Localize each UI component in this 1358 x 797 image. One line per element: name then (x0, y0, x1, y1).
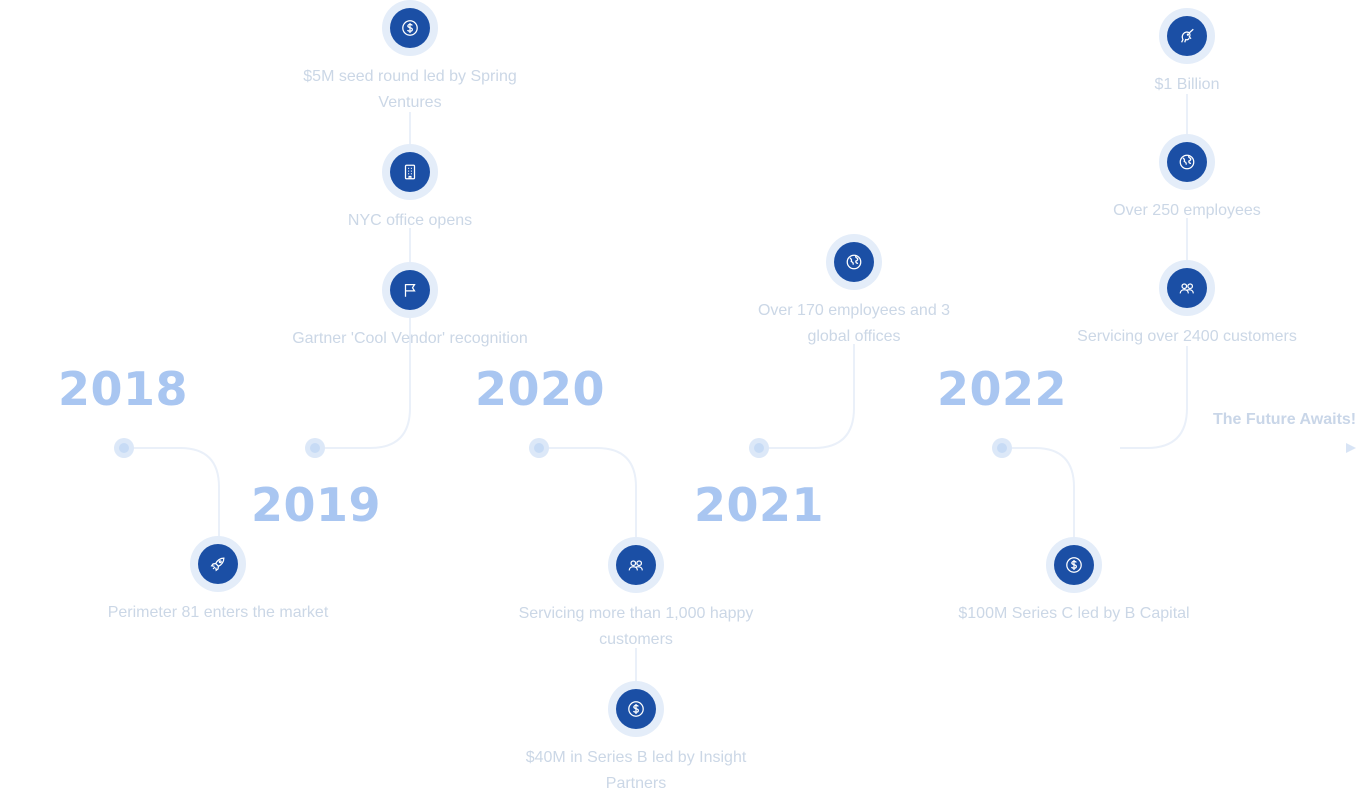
event-customers-1000: Servicing more than 1,000 happy customer… (506, 537, 766, 653)
timeline-dot-2020 (529, 438, 549, 458)
timeline-dot-2021 (749, 438, 769, 458)
globe-icon (1167, 142, 1207, 182)
dollar-icon (1054, 545, 1094, 585)
timeline-arrow-icon (1346, 443, 1356, 453)
year-2021: 2021 (693, 478, 825, 532)
event-nyc-office: NYC office opens (280, 144, 540, 234)
connector-cust1000 (539, 447, 637, 540)
event-label: Perimeter 81 enters the market (107, 604, 329, 621)
event-label: $40M in Series B led by Insight Partners (525, 749, 747, 792)
connector-market (124, 447, 220, 540)
event-label: $5M seed round led by Spring Ventures (303, 68, 517, 111)
event-enters-market: Perimeter 81 enters the market (88, 536, 348, 626)
connector-cust2400 (1120, 346, 1188, 449)
timeline-dot-2018 (114, 438, 134, 458)
users-icon (616, 545, 656, 585)
users-icon (1167, 268, 1207, 308)
dollar-icon (616, 689, 656, 729)
event-label: NYC office opens (347, 212, 473, 229)
year-2019: 2019 (250, 478, 382, 532)
timeline-dot-2019 (305, 438, 325, 458)
event-label: Over 170 employees and 3 global offices (757, 302, 951, 345)
event-seed-round: $5M seed round led by Spring Ventures (280, 0, 540, 116)
event-label: Gartner 'Cool Vendor' recognition (292, 330, 528, 347)
event-label: $1 Billion (1154, 76, 1220, 93)
timeline-dot-2022 (992, 438, 1012, 458)
event-series-b: $40M in Series B led by Insight Partners (506, 681, 766, 797)
event-label: Over 250 employees (1113, 202, 1261, 219)
connector-gartner (315, 318, 411, 449)
dollar-icon (390, 8, 430, 48)
year-2020: 2020 (474, 362, 606, 416)
future-awaits-label: The Future Awaits! (1213, 411, 1357, 428)
flag-icon (390, 270, 430, 310)
connector-seriesc (1002, 447, 1075, 540)
event-customers-2400: Servicing over 2400 customers (1057, 260, 1317, 350)
year-2018: 2018 (57, 362, 189, 416)
year-2022: 2022 (936, 362, 1068, 416)
unicorn-icon (1167, 16, 1207, 56)
event-gartner: Gartner 'Cool Vendor' recognition (280, 262, 540, 352)
connector-emp170 (759, 344, 855, 449)
event-employees-250: Over 250 employees (1057, 134, 1317, 224)
rocket-icon (198, 544, 238, 584)
globe-icon (834, 242, 874, 282)
event-one-billion: $1 Billion (1057, 8, 1317, 98)
event-label: Servicing more than 1,000 happy customer… (518, 605, 754, 648)
event-label: $100M Series C led by B Capital (958, 605, 1190, 622)
event-label: Servicing over 2400 customers (1077, 328, 1297, 345)
event-employees-170: Over 170 employees and 3 global offices (739, 234, 969, 350)
event-series-c: $100M Series C led by B Capital (944, 537, 1204, 627)
building-icon (390, 152, 430, 192)
